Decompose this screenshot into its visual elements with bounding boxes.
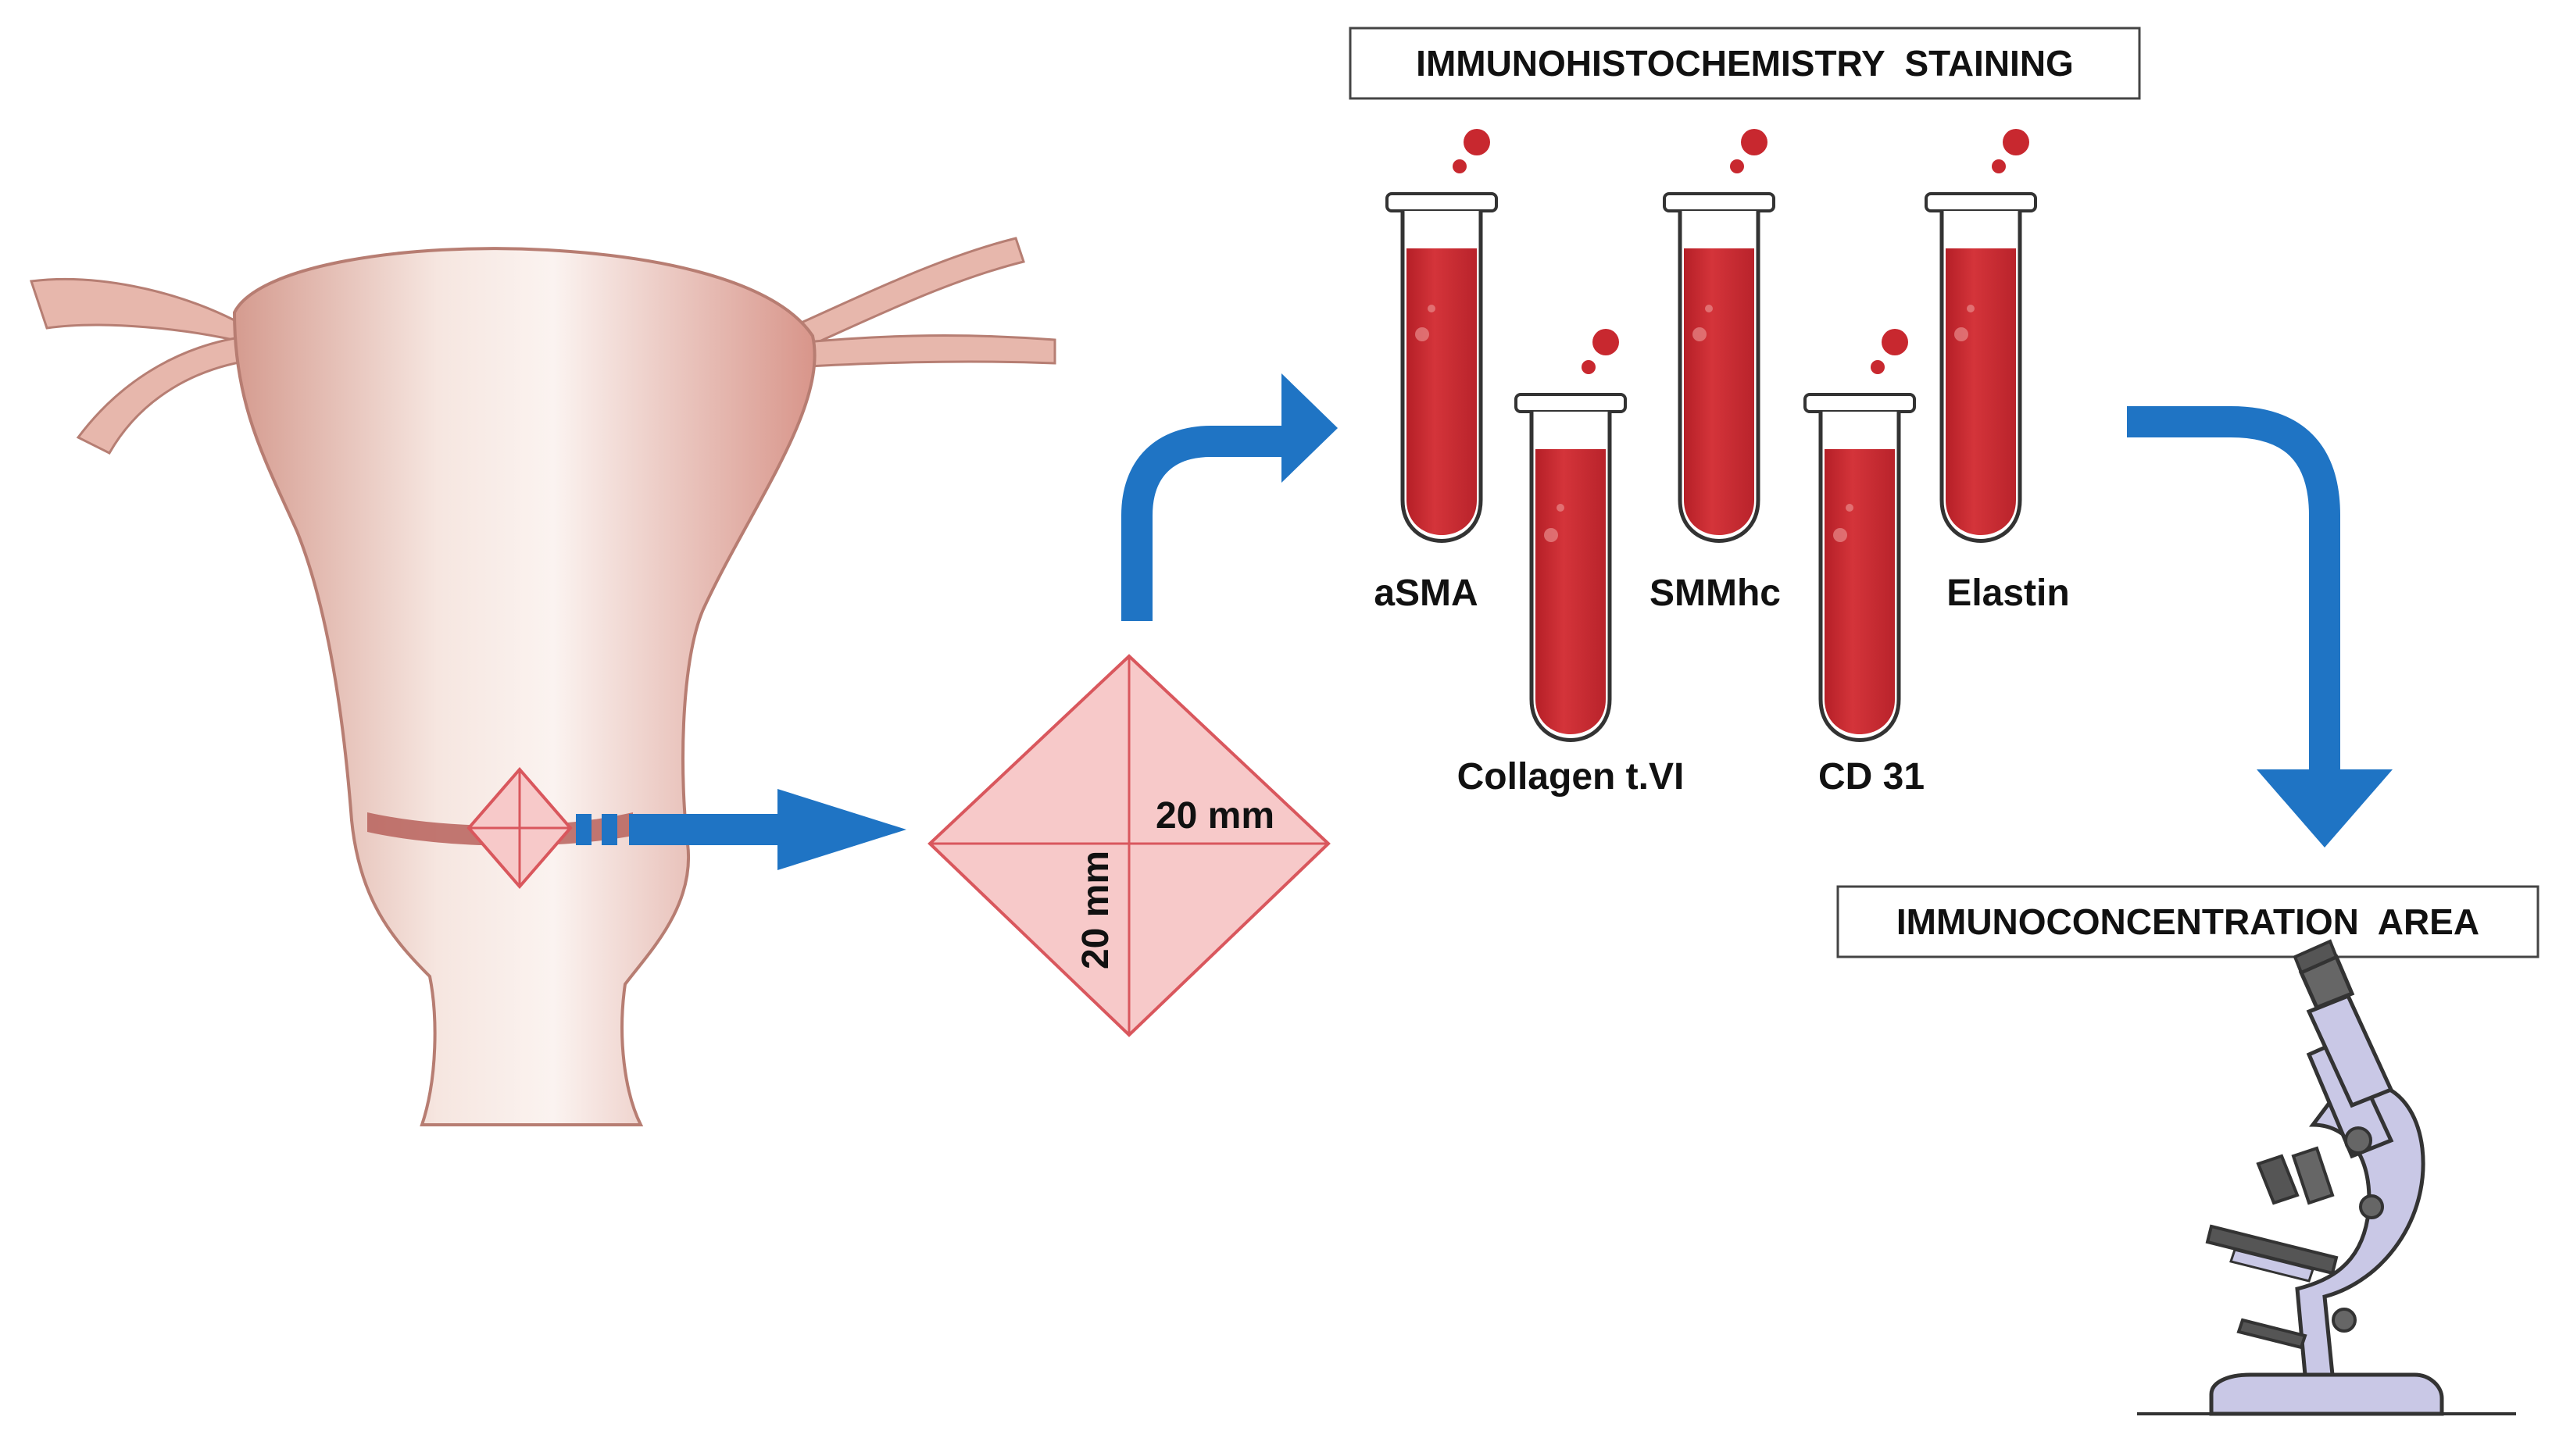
tube-label-cd31: CD 31: [1818, 756, 1925, 798]
microscope-stage: [2205, 1224, 2339, 1276]
arrow-to-staining: [1121, 373, 1338, 621]
tube-rim: [1663, 192, 1775, 212]
bubble: [1705, 305, 1713, 312]
arrow-head: [777, 789, 906, 870]
area-title-box: IMMUNOCONCENTRATION AREA: [1836, 885, 2539, 958]
area-title: IMMUNOCONCENTRATION AREA: [1896, 901, 2479, 942]
staining-title-frame: [1349, 27, 2141, 100]
drop-large: [1882, 329, 1908, 355]
tube-cd31: CD 31: [1803, 329, 1925, 798]
eyepiece-cap: [2293, 939, 2339, 975]
tube-rim: [1385, 192, 1498, 212]
arrow-dash-1: [576, 814, 592, 845]
bubble: [1415, 327, 1429, 341]
stage-clip: [2229, 1248, 2314, 1283]
tube-label-asma: aSMA: [1374, 573, 1478, 614]
drop-small: [1453, 159, 1467, 173]
drop-small: [1871, 360, 1885, 374]
tube-elastin: Elastin: [1925, 129, 2070, 614]
tube-liquid: [1825, 449, 1895, 734]
bubble: [1967, 305, 1975, 312]
coarse-focus-knob: [2344, 1126, 2372, 1154]
arrow-shaft: [629, 814, 777, 845]
drop-large: [1464, 129, 1490, 155]
staining-title-box: IMMUNOHISTOCHEMISTRY STAINING: [1349, 27, 2141, 100]
objective-lens-2: [2256, 1154, 2300, 1205]
arrow-down-head: [2257, 769, 2393, 848]
tube-collagen: Collagen t.VI: [1457, 329, 1685, 798]
tube-rim: [1925, 192, 2037, 212]
fine-focus-knob: [2359, 1194, 2384, 1219]
tube-liquid: [1946, 248, 2016, 535]
tube-liquid: [1684, 248, 1754, 535]
tube-liquid: [1406, 248, 1477, 535]
tube-liquid: [1535, 449, 1606, 734]
objective-lens-1: [2291, 1146, 2335, 1205]
tube-asma: aSMA: [1374, 129, 1498, 614]
bubble: [1692, 327, 1707, 341]
area-title-frame: [1836, 885, 2539, 958]
condenser: [2236, 1318, 2307, 1350]
tube-smmhc: SMMhc: [1650, 129, 1781, 614]
arrow-curve-shaft: [1121, 426, 1289, 621]
bubble: [1954, 327, 1968, 341]
sample-height-label: 20 mm: [1075, 851, 1117, 969]
uterus-illustration: [29, 237, 1056, 1126]
sample-width-label: 20 mm: [1156, 795, 1274, 837]
right-tube: [788, 237, 1025, 354]
tube-label-elastin: Elastin: [1946, 573, 2069, 614]
staining-title: IMMUNOHISTOCHEMISTRY STAINING: [1416, 43, 2074, 84]
left-tube: [29, 277, 253, 346]
bubble: [1833, 528, 1847, 542]
arrow-to-sample: [576, 789, 906, 870]
tube-rim: [1803, 393, 1916, 413]
tube-label-collagen: Collagen t.VI: [1457, 756, 1685, 798]
microscope-base: [2209, 1372, 2444, 1416]
drop-small: [1992, 159, 2006, 173]
bubble: [1846, 504, 1853, 512]
microscope-icon: [2137, 939, 2516, 1416]
bubble: [1557, 504, 1564, 512]
tissue-sample: 20 mm 20 mm: [928, 654, 1331, 1037]
right-tube-lower: [788, 334, 1056, 369]
bubble: [1544, 528, 1558, 542]
uterus-body: [232, 247, 817, 1126]
drop-large: [1741, 129, 1767, 155]
tube-rim: [1514, 393, 1627, 413]
drop-large: [2003, 129, 2029, 155]
arrow-down-shaft: [2127, 406, 2340, 773]
arrow-to-area: [2127, 406, 2393, 848]
drop-large: [1592, 329, 1619, 355]
tube-label-smmhc: SMMhc: [1650, 573, 1781, 614]
drop-small: [1582, 360, 1596, 374]
arrow-curve-head: [1281, 373, 1338, 483]
drop-small: [1730, 159, 1744, 173]
left-tube-lower: [76, 334, 260, 455]
arrow-dash-2: [602, 814, 617, 845]
bubble: [1428, 305, 1435, 312]
light-knob: [2332, 1308, 2357, 1333]
